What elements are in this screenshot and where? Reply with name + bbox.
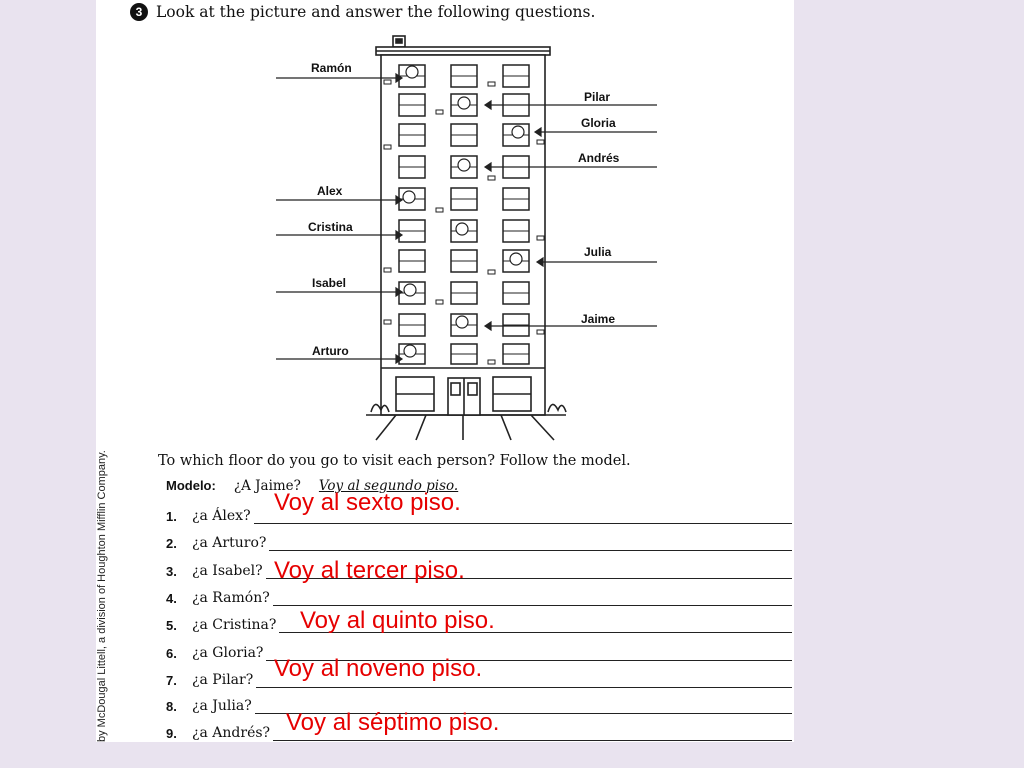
question-number: 4. xyxy=(166,591,177,606)
question-number: 2. xyxy=(166,536,177,551)
copyright-sidebar: by McDougal Littell, a division of Hough… xyxy=(96,450,108,742)
person-julia xyxy=(509,252,523,266)
question-row: 1. ¿a Álex? xyxy=(166,508,792,524)
label-andres: Andrés xyxy=(578,151,620,165)
answer-line[interactable] xyxy=(265,564,792,579)
question-number: 9. xyxy=(166,726,177,741)
person-jaime xyxy=(455,315,469,329)
answer-5-text: Voy al quinto piso. xyxy=(300,607,495,634)
building-bricks xyxy=(383,79,545,365)
label-alex: Alex xyxy=(317,184,343,198)
worksheet-page: 3 Look at the picture and answer the fol… xyxy=(96,0,794,742)
label-pilar: Pilar xyxy=(584,90,611,104)
question-row: 9. ¿a Andrés? xyxy=(166,725,792,741)
person-pilar xyxy=(457,96,471,110)
person-alex xyxy=(402,190,416,204)
question-number: 1. xyxy=(166,509,177,524)
exercise-number-badge: 3 xyxy=(130,3,148,21)
answer-line[interactable] xyxy=(269,536,792,551)
question-number: 3. xyxy=(166,564,177,579)
answer-1-text: Voy al sexto piso. xyxy=(274,489,461,516)
question-number: 5. xyxy=(166,618,177,633)
question-text: ¿a Andrés? xyxy=(192,725,271,741)
exercise-heading-text: Look at the picture and answer the follo… xyxy=(156,3,596,21)
question-text: ¿a Álex? xyxy=(192,508,251,524)
label-cristina: Cristina xyxy=(308,220,353,234)
question-number: 6. xyxy=(166,646,177,661)
label-ramon: Ramón xyxy=(311,61,352,75)
question-text: ¿a Ramón? xyxy=(192,590,270,606)
window-panes xyxy=(399,75,529,355)
question-number: 8. xyxy=(166,699,177,714)
label-julia: Julia xyxy=(584,245,612,259)
person-ramon xyxy=(405,65,419,79)
person-cristina xyxy=(455,222,469,236)
question-row: 6. ¿a Gloria? xyxy=(166,645,792,661)
question-row: 8. ¿a Julia? xyxy=(166,698,792,714)
people-in-windows xyxy=(402,65,525,358)
question-row: 7. ¿a Pilar? xyxy=(166,672,792,688)
question-text: ¿a Gloria? xyxy=(192,645,264,661)
question-text: ¿a Pilar? xyxy=(192,672,254,688)
answer-7-text: Voy al noveno piso. xyxy=(274,655,483,682)
answer-line[interactable] xyxy=(266,646,792,661)
instruction-text: To which floor do you go to visit each p… xyxy=(158,453,631,469)
answer-line[interactable] xyxy=(256,673,792,688)
question-row: 2. ¿a Arturo? xyxy=(166,535,792,551)
person-andres xyxy=(457,158,471,172)
answer-line[interactable] xyxy=(273,726,792,741)
question-number: 7. xyxy=(166,673,177,688)
person-arturo xyxy=(403,344,417,358)
question-text: ¿a Isabel? xyxy=(192,563,263,579)
person-gloria xyxy=(511,125,525,139)
question-row: 5. ¿a Cristina? xyxy=(166,617,792,633)
answer-line[interactable] xyxy=(279,618,792,633)
label-jaime: Jaime xyxy=(581,312,616,326)
answer-9-text: Voy al séptimo piso. xyxy=(286,709,500,736)
answer-line[interactable] xyxy=(254,699,792,714)
model-example: Modelo: ¿A Jaime? Voy al segundo piso. xyxy=(166,478,458,494)
label-arrows xyxy=(276,72,657,365)
person-isabel xyxy=(403,283,417,297)
question-text: ¿a Julia? xyxy=(192,698,252,714)
question-row: 4. ¿a Ramón? xyxy=(166,590,792,606)
model-answer: Voy al segundo piso. xyxy=(318,478,459,494)
answer-3-text: Voy al tercer piso. xyxy=(274,557,465,584)
question-row: 3. ¿a Isabel? xyxy=(166,563,792,579)
answer-line[interactable] xyxy=(253,509,792,524)
answer-line[interactable] xyxy=(272,591,792,606)
question-text: ¿a Cristina? xyxy=(192,617,277,633)
apartment-building-illustration xyxy=(276,35,657,441)
question-text: ¿a Arturo? xyxy=(192,535,267,551)
model-question: ¿A Jaime? xyxy=(233,478,301,494)
exercise-heading: 3 Look at the picture and answer the fol… xyxy=(130,3,595,21)
model-label: Modelo: xyxy=(166,478,216,493)
label-arturo: Arturo xyxy=(312,344,349,358)
label-gloria: Gloria xyxy=(581,116,616,130)
label-isabel: Isabel xyxy=(312,276,347,290)
